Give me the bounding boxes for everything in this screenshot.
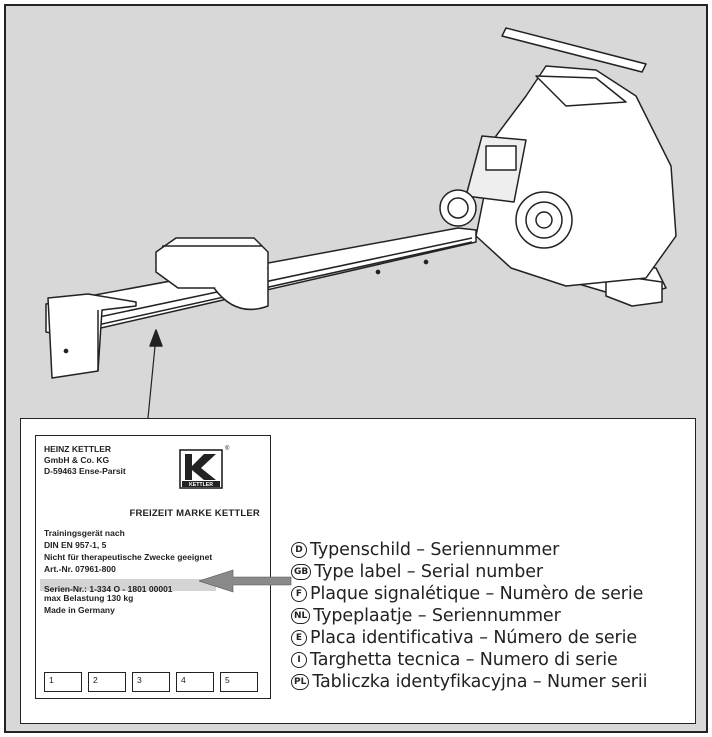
plate-line: Made in Germany <box>44 605 115 615</box>
registered-mark: ® <box>225 446 230 452</box>
label-row-d: D Typenschild – Seriennummer <box>291 539 559 561</box>
type-plate-callout: HEINZ KETTLER GmbH & Co. KG D-59463 Ense… <box>20 418 696 724</box>
label-text: Typeplaatje – Seriennummer <box>313 606 561 626</box>
language-badge-icon: GB <box>291 564 312 580</box>
type-plate: HEINZ KETTLER GmbH & Co. KG D-59463 Ense… <box>35 435 271 699</box>
number-box: 3 <box>132 672 170 692</box>
number-box: 2 <box>88 672 126 692</box>
label-row-gb: GB Type label – Serial number <box>291 561 543 583</box>
manufacturer-line: D-59463 Ense-Parsit <box>44 466 126 476</box>
number-box: 4 <box>176 672 214 692</box>
label-text: Type label – Serial number <box>314 562 543 582</box>
label-text: Plaque signalétique – Numèro de serie <box>310 584 644 604</box>
figure-frame: HEINZ KETTLER GmbH & Co. KG D-59463 Ense… <box>4 4 708 733</box>
label-row-e: E Placa identificativa – Número de serie <box>291 627 637 649</box>
label-row-nl: NL Typeplaatje – Seriennummer <box>291 605 561 627</box>
number-box: 1 <box>44 672 82 692</box>
plate-line: Nicht für therapeutische Zwecke geeignet <box>44 552 213 562</box>
kettler-logo: KETTLER <box>179 449 223 489</box>
label-text: Tabliczka identyfikacyjna – Numer serii <box>312 672 648 692</box>
plate-line: Trainingsgerät nach <box>44 528 125 538</box>
serial-number-highlight: Serien-Nr.: 1-334 O - 1801 00001 <box>40 579 216 594</box>
plate-line: max Belastung 130 kg <box>44 593 134 603</box>
language-badge-icon: NL <box>291 608 311 624</box>
number-box: 5 <box>220 672 258 692</box>
manufacturer-line: HEINZ KETTLER <box>44 444 112 454</box>
logo-wordmark: KETTLER <box>189 482 213 488</box>
arrow-icon <box>199 569 292 593</box>
plate-line: Art.-Nr. 07961-800 <box>44 564 116 574</box>
brand-line: FREIZEIT MARKE KETTLER <box>129 508 260 519</box>
language-badge-icon: E <box>291 630 307 646</box>
manufacturer-line: GmbH & Co. KG <box>44 455 110 465</box>
label-text: Placa identificativa – Número de serie <box>310 628 638 648</box>
language-badge-icon: I <box>291 652 307 668</box>
label-row-f: F Plaque signalétique – Numèro de serie <box>291 583 643 605</box>
language-badge-icon: F <box>291 586 307 602</box>
language-badge-icon: PL <box>291 674 310 690</box>
plate-line: DIN EN 957-1, 5 <box>44 540 107 550</box>
serial-number: Serien-Nr.: 1-334 O - 1801 00001 <box>44 584 173 594</box>
rowing-machine-illustration <box>45 27 677 419</box>
label-text: Typenschild – Seriennummer <box>310 540 560 560</box>
language-badge-icon: D <box>291 542 307 558</box>
label-row-i: I Targhetta tecnica – Numero di serie <box>291 649 618 671</box>
label-row-pl: PL Tabliczka identyfikacyjna – Numer ser… <box>291 671 648 693</box>
label-text: Targhetta tecnica – Numero di serie <box>310 650 618 670</box>
